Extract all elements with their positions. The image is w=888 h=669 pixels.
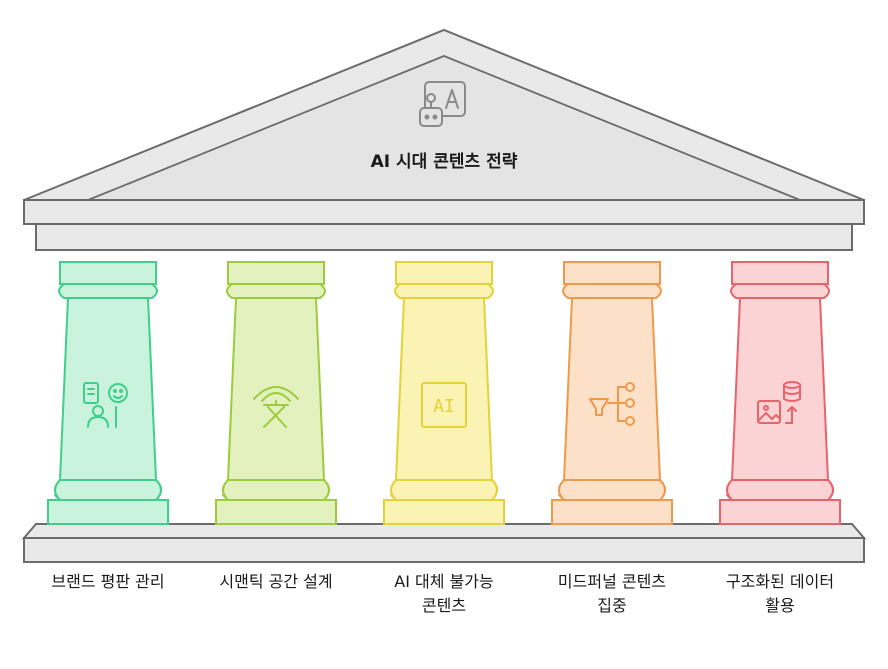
pillar-capital-ring <box>58 283 158 299</box>
pillar-plinth <box>383 499 505 525</box>
pillar-plinth <box>551 499 673 525</box>
temple-base <box>23 537 865 563</box>
pillar <box>47 261 169 525</box>
pillar-shaft <box>730 297 830 481</box>
pillar-label: 브랜드 평판 관리 <box>33 570 183 594</box>
temple-base-top <box>21 523 867 539</box>
pillar-label-line: 콘텐츠 <box>421 596 467 615</box>
pillar-shaft <box>394 297 494 481</box>
pillar-capital <box>731 261 829 285</box>
pillar <box>719 261 841 525</box>
pillar-label: 시맨틱 공간 설계 <box>201 570 351 594</box>
pillar-base-ring-outline <box>390 479 498 501</box>
reputation-person-speech-icon <box>83 382 128 428</box>
pillar-label-line: 구조화된 데이터 <box>725 572 835 591</box>
pillar-base-ring-outline <box>558 479 666 501</box>
diagram-title: AI 시대 콘텐츠 전략 <box>370 152 518 172</box>
pillar-shaft <box>226 297 326 481</box>
pillar-label-line: 브랜드 평판 관리 <box>51 572 165 591</box>
ai-chip-icon: AI <box>421 382 467 428</box>
ai-chip-text: AI <box>433 396 455 417</box>
pillar <box>215 261 337 525</box>
pillar-label-line: AI 대체 불가능 <box>394 572 494 591</box>
pillar-shaft <box>58 297 158 481</box>
pillar-capital <box>227 261 325 285</box>
pillar-plinth <box>215 499 337 525</box>
pillar-capital-ring <box>226 283 326 299</box>
roof-inner-pediment <box>87 55 801 201</box>
pillar-label-line: 시맨틱 공간 설계 <box>219 572 333 591</box>
pillar-shaft <box>562 297 662 481</box>
semantic-language-signal-icon <box>253 386 299 428</box>
pillar-capital-ring <box>562 283 662 299</box>
pillar-capital-ring <box>730 283 830 299</box>
pillar-capital-ring <box>394 283 494 299</box>
database-image-icon <box>757 381 801 424</box>
pillar <box>551 261 673 525</box>
pillar-label-line: 집중 <box>597 596 627 615</box>
pillar-plinth <box>47 499 169 525</box>
pillar-base-ring-outline <box>222 479 330 501</box>
robot-with-letter-a-icon <box>419 81 466 127</box>
pillar-base-ring-outline <box>54 479 162 501</box>
pillar-base-ring-outline <box>726 479 834 501</box>
pillar-capital <box>563 261 661 285</box>
funnel-branches-icon <box>589 382 635 426</box>
pillar-label-line: 미드퍼널 콘텐츠 <box>557 572 667 591</box>
roof-cornice <box>23 199 865 225</box>
pillar-plinth <box>719 499 841 525</box>
pillar-capital <box>395 261 493 285</box>
pillar-capital <box>59 261 157 285</box>
roof-architrave <box>35 223 853 251</box>
pillar-label-line: 활용 <box>765 596 795 615</box>
pillar: AI <box>383 261 505 525</box>
